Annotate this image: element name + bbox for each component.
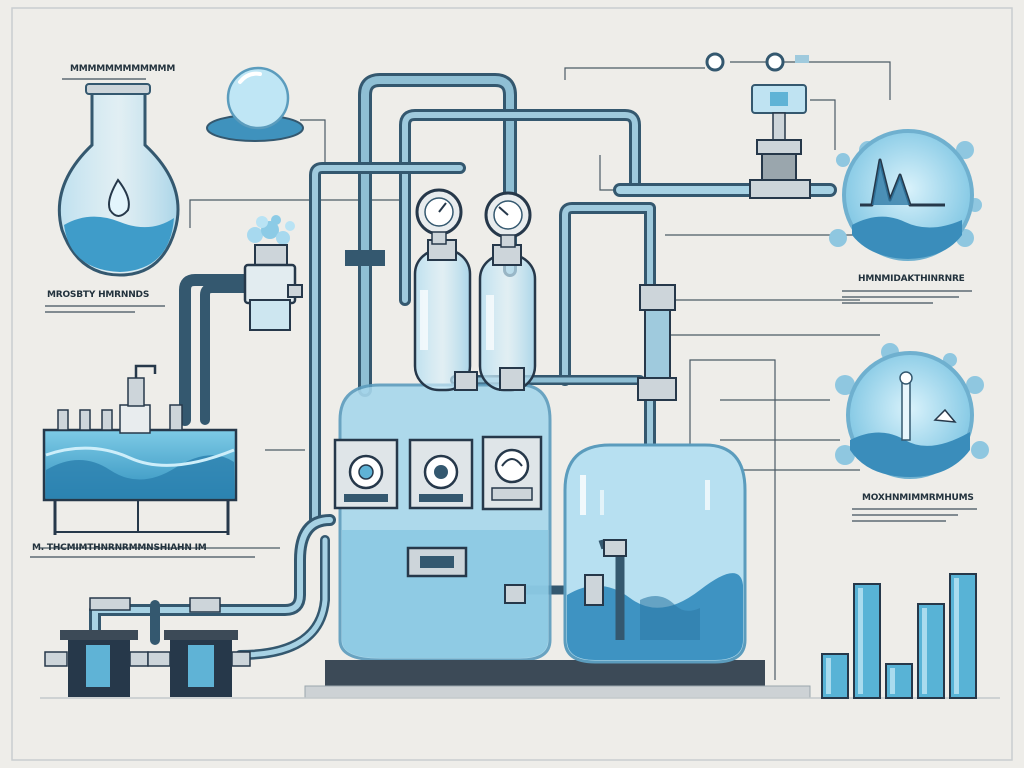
- valve-icon: [454, 371, 478, 391]
- chart-bar-highlight: [922, 608, 927, 694]
- chart-icon: [829, 129, 982, 261]
- valve-icon: [504, 584, 526, 604]
- reservoir-tank: [42, 364, 238, 535]
- tank-caption: M. THCMIMTHNRNRMMNSHIAHN IM: [32, 543, 207, 553]
- valve-icon: [345, 250, 385, 266]
- chart-bar-highlight: [858, 588, 863, 694]
- gauge-icon: [415, 188, 463, 245]
- storage-tank: [563, 284, 747, 664]
- control-panel-3: [481, 435, 543, 511]
- valve-indicator: [420, 556, 454, 568]
- valve-icon: [499, 367, 525, 391]
- cylinder-left: [413, 239, 472, 392]
- flask-top-text-lines: [62, 78, 146, 84]
- graph-text-lines: [842, 290, 972, 308]
- tank-text-lines: [30, 556, 255, 562]
- circle-text-lines: [852, 508, 977, 526]
- circle-caption: MOXHNMIMMRMHUMS: [862, 493, 974, 503]
- chart-bar: [853, 583, 881, 699]
- chart-bar-highlight: [826, 658, 831, 694]
- filter-unit: [243, 215, 303, 331]
- valve-icon: [749, 84, 811, 199]
- chart-bar: [917, 603, 945, 699]
- flask-top-caption: MMMMMMMMMMMM: [70, 64, 176, 74]
- chart-bar-highlight: [954, 578, 959, 694]
- droplet-icon: [835, 343, 989, 479]
- gauge-icon: [484, 191, 532, 248]
- motor-icon: [147, 597, 251, 697]
- bulb-icon: [206, 66, 304, 142]
- chart-bar: [949, 573, 977, 699]
- chart-bar: [821, 653, 849, 699]
- cylinder-right: [478, 244, 537, 392]
- control-panel-1: [333, 438, 399, 510]
- control-panel-2: [408, 438, 474, 510]
- flask-text-lines: [45, 305, 165, 317]
- flask-caption: MROSBTY HMRNNDS: [47, 290, 150, 300]
- flask-icon: [57, 83, 180, 277]
- page-frame: [11, 7, 1013, 761]
- chart-bar-highlight: [890, 668, 895, 694]
- bar-chart: [821, 573, 977, 699]
- sensor-icon: [705, 52, 809, 72]
- graph-caption: HMNMIDAKTHINRNRE: [858, 274, 965, 284]
- chart-bar: [885, 663, 913, 699]
- pump-icon: [44, 597, 149, 697]
